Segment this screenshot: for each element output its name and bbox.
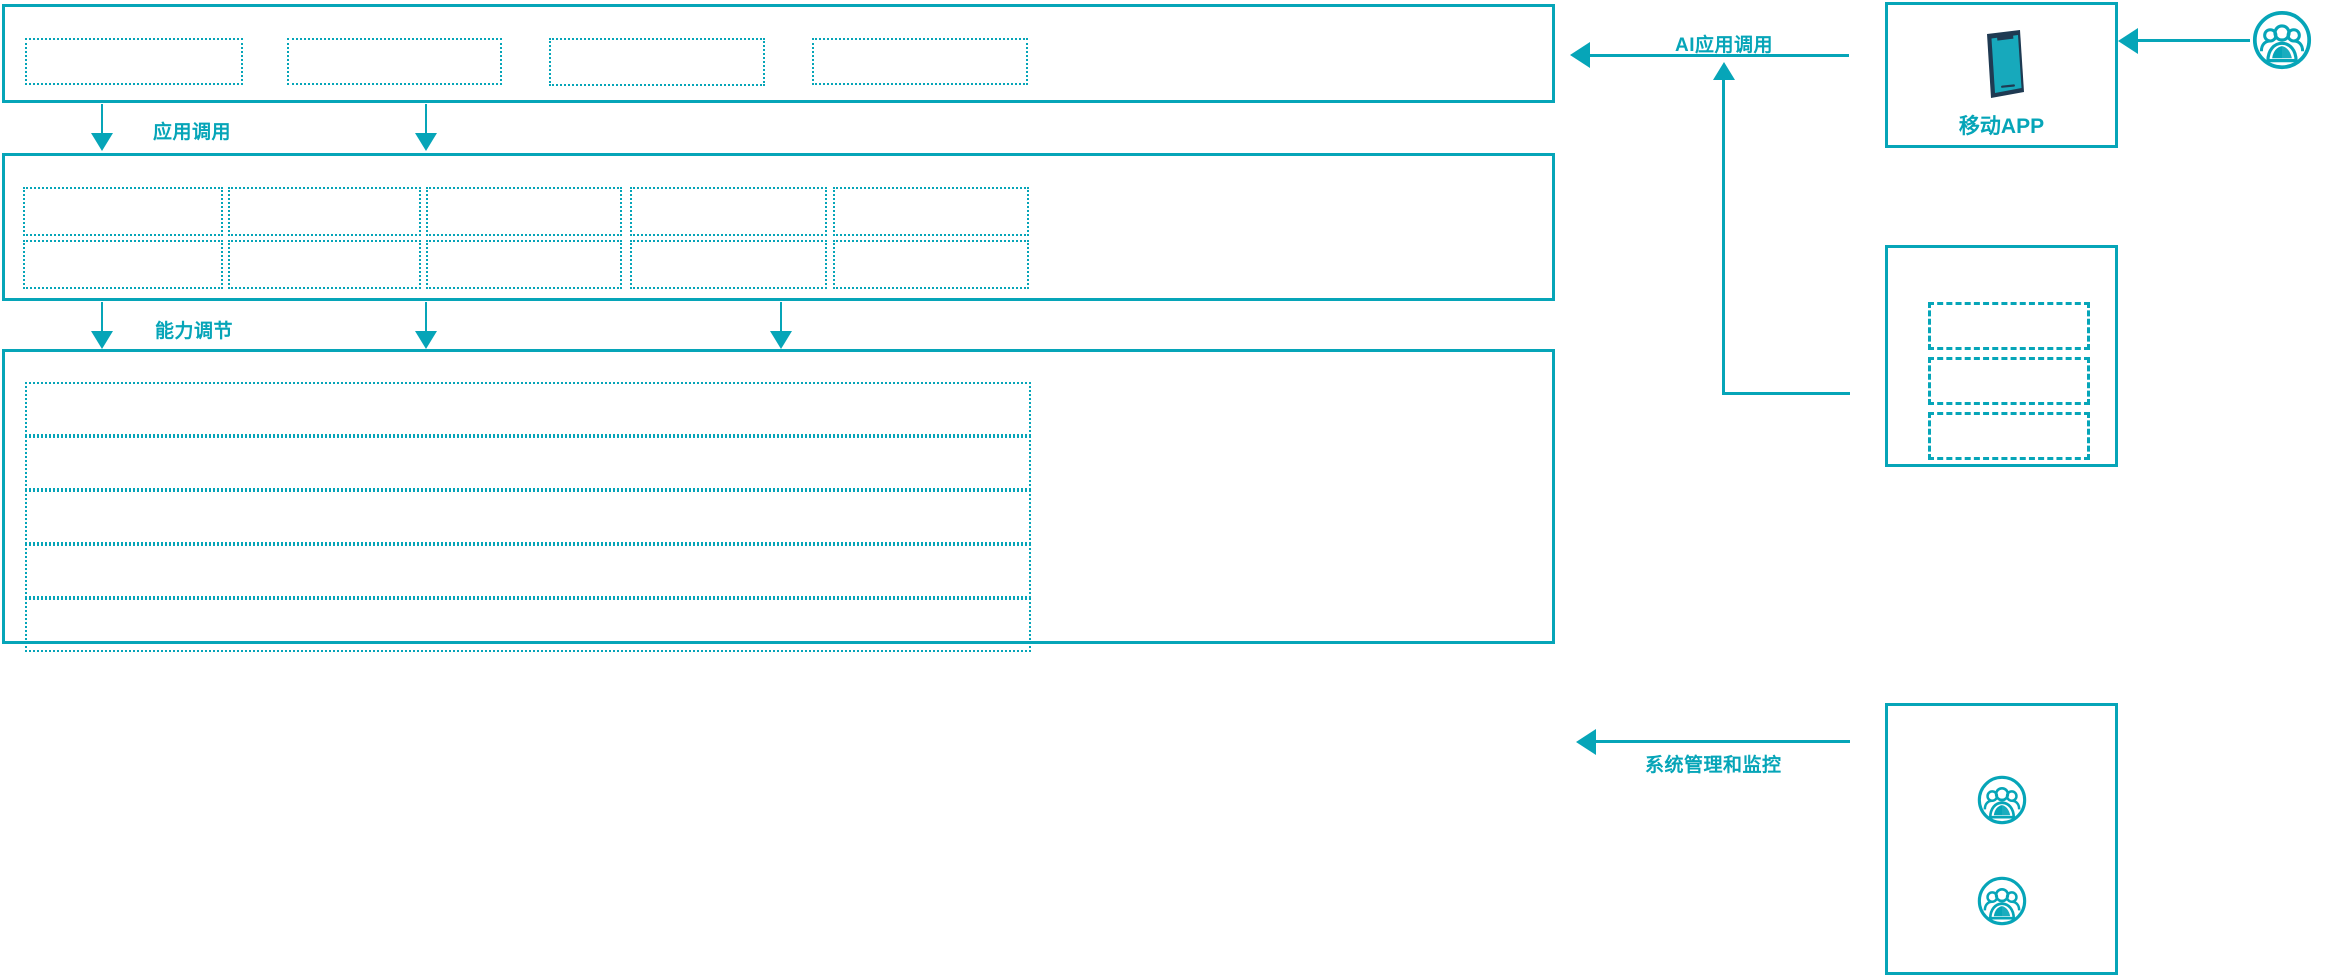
capability-box-2-top[interactable] bbox=[228, 187, 421, 236]
ai-app-invoke-arrow bbox=[1570, 42, 1590, 68]
infrastructure-layer-panel bbox=[2, 349, 1555, 644]
capability-adjust-label: 能力调节 bbox=[155, 321, 234, 342]
application-box-2[interactable] bbox=[287, 38, 502, 85]
capability-box-4-bottom[interactable] bbox=[630, 240, 827, 289]
infrastructure-row-5[interactable] bbox=[25, 598, 1031, 652]
mobile-app-label: 移动APP bbox=[1958, 115, 2045, 138]
channel-list-item-2[interactable] bbox=[1928, 357, 2090, 405]
ai-app-invoke-elbow-foot bbox=[1722, 392, 1850, 395]
external-user-line bbox=[2138, 39, 2250, 42]
system-manage-arrow bbox=[1576, 729, 1596, 755]
capability-adjust-line-3 bbox=[780, 302, 782, 333]
app-invoke-arrow-right bbox=[415, 133, 437, 151]
people-circle-icon bbox=[2252, 10, 2312, 70]
capability-box-3-bottom[interactable] bbox=[426, 240, 622, 289]
capability-adjust-arrow-1 bbox=[91, 331, 113, 349]
ai-app-invoke-line bbox=[1590, 54, 1849, 57]
capability-box-1-bottom[interactable] bbox=[23, 240, 223, 289]
infrastructure-row-1[interactable] bbox=[25, 382, 1031, 436]
capability-adjust-line-2 bbox=[425, 302, 427, 333]
infrastructure-row-2[interactable] bbox=[25, 436, 1031, 490]
capability-adjust-arrow-2 bbox=[415, 331, 437, 349]
capability-adjust-line-1 bbox=[101, 302, 103, 333]
system-manage-label: 系统管理和监控 bbox=[1645, 755, 1782, 776]
app-invoke-arrow-left bbox=[91, 133, 113, 151]
application-box-1[interactable] bbox=[25, 38, 243, 85]
app-invoke-line-right bbox=[425, 104, 427, 135]
capability-box-2-bottom[interactable] bbox=[228, 240, 421, 289]
smartphone-icon bbox=[1975, 28, 2030, 100]
capability-layer-panel bbox=[2, 153, 1555, 301]
application-layer-panel bbox=[2, 4, 1555, 103]
app-invoke-label: 应用调用 bbox=[153, 122, 232, 143]
capability-adjust-arrow-3 bbox=[770, 331, 792, 349]
channel-list-card[interactable] bbox=[1885, 245, 2118, 467]
operators-card[interactable] bbox=[1885, 703, 2118, 975]
application-box-3[interactable] bbox=[549, 38, 765, 86]
channel-list-item-3[interactable] bbox=[1928, 412, 2090, 460]
channel-list-item-1[interactable] bbox=[1928, 302, 2090, 350]
external-user-arrow bbox=[2118, 28, 2138, 54]
capability-box-4-top[interactable] bbox=[630, 187, 827, 236]
people-circle-icon bbox=[1977, 876, 2027, 926]
infrastructure-row-4[interactable] bbox=[25, 544, 1031, 598]
ai-app-invoke-riser-arrow bbox=[1713, 62, 1735, 80]
ai-app-invoke-label: AI应用调用 bbox=[1675, 35, 1774, 56]
people-circle-icon bbox=[1977, 775, 2027, 825]
capability-box-5-top[interactable] bbox=[833, 187, 1029, 236]
ai-app-invoke-riser bbox=[1722, 80, 1725, 395]
system-manage-line bbox=[1596, 740, 1850, 743]
infrastructure-row-3[interactable] bbox=[25, 490, 1031, 544]
capability-box-5-bottom[interactable] bbox=[833, 240, 1029, 289]
application-box-4[interactable] bbox=[812, 38, 1028, 85]
capability-box-1-top[interactable] bbox=[23, 187, 223, 236]
app-invoke-line-left bbox=[101, 104, 103, 135]
capability-box-3-top[interactable] bbox=[426, 187, 622, 236]
